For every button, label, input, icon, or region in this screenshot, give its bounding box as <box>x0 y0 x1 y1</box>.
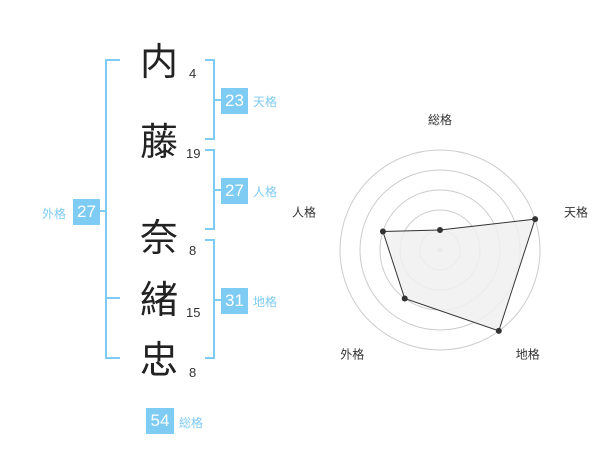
chikaku-label: 地格 <box>253 295 278 309</box>
jinkaku-label: 人格 <box>253 185 278 199</box>
radar-axis-label-2: 天格 <box>564 204 588 219</box>
tenkaku-value: 23 <box>221 88 248 114</box>
name-char-2: 藤 <box>139 120 178 164</box>
gaikaku-bracket <box>105 59 120 359</box>
radar-grid-ring <box>339 149 541 351</box>
radar-point-4 <box>401 295 408 302</box>
radar-axis-label-3: 地格 <box>516 347 540 362</box>
tenkaku-label: 天格 <box>253 95 278 109</box>
gaikaku-label: 外格 <box>42 207 67 221</box>
name-char-1: 内 <box>139 40 178 84</box>
stroke-count-4: 15 <box>186 305 201 320</box>
radar-point-5 <box>379 228 386 235</box>
radar-axis-label-5: 人格 <box>292 204 316 219</box>
chikaku-value: 31 <box>221 288 248 314</box>
name-char-4: 緒 <box>139 278 178 322</box>
name-char-3: 奈 <box>139 216 178 260</box>
jinkaku-value: 27 <box>221 178 248 204</box>
name-char-5: 忠 <box>139 338 178 382</box>
radar-point-1 <box>437 227 443 233</box>
stroke-count-2: 19 <box>186 146 201 161</box>
soukaku-label: 総格 <box>179 416 204 430</box>
radar-point-2 <box>532 216 539 223</box>
radar-point-3 <box>495 327 502 334</box>
radar-polygon <box>382 218 536 332</box>
radar-axis-label-1: 総格 <box>428 112 452 127</box>
stroke-count-3: 8 <box>189 243 197 258</box>
soukaku-value: 54 <box>146 408 174 434</box>
gaikaku-value: 27 <box>73 199 100 225</box>
stroke-count-5: 8 <box>189 365 197 380</box>
radar-axis-label-4: 外格 <box>340 347 364 362</box>
stroke-count-1: 4 <box>189 66 197 81</box>
